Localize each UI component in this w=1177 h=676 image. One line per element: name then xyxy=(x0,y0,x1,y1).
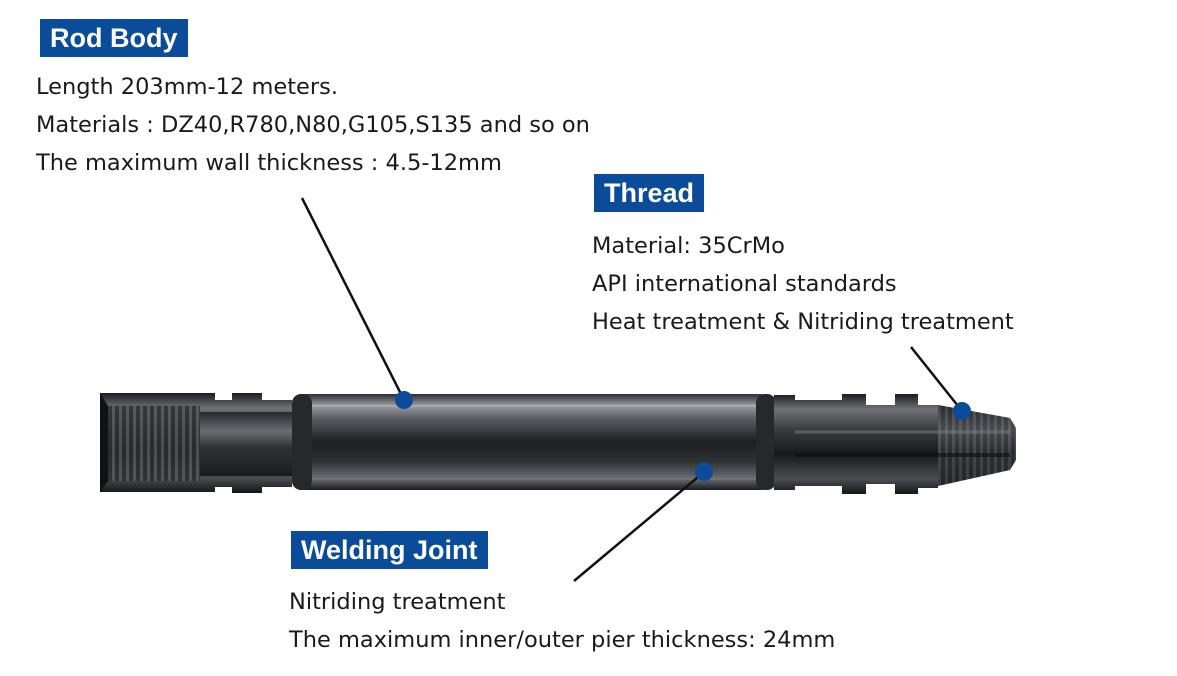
thread-line-standards: API international standards xyxy=(592,271,897,297)
rod-body-line-materials: Materials : DZ40,R780,N80,G105,S135 and … xyxy=(36,112,590,138)
rod-body-line-length: Length 203mm-12 meters. xyxy=(36,74,338,100)
welding-joint-line-thickness: The maximum inner/outer pier thickness: … xyxy=(289,627,836,653)
rod-body-leader-line xyxy=(300,197,406,401)
thread-line-treatment: Heat treatment & Nitriding treatment xyxy=(592,309,1014,335)
rod-body-tube xyxy=(292,394,776,490)
welding-joint-line-treatment: Nitriding treatment xyxy=(289,589,506,615)
welding-joint-marker-dot xyxy=(695,463,713,481)
box-end xyxy=(100,393,295,493)
thread-description: Material: 35CrMo API international stand… xyxy=(592,227,1014,341)
welding-joint-leader-line xyxy=(573,471,705,582)
thread-title: Thread xyxy=(594,174,705,212)
rod-body-marker-dot xyxy=(395,391,413,409)
pin-end xyxy=(774,394,1016,494)
thread-leader-line xyxy=(910,346,963,412)
welding-joint-title: Welding Joint xyxy=(291,531,488,569)
thread-marker-dot xyxy=(953,402,971,420)
rod-body-line-wall-thickness: The maximum wall thickness : 4.5-12mm xyxy=(36,150,502,176)
rod-body-description: Length 203mm-12 meters. Materials : DZ40… xyxy=(36,68,590,182)
rod-body-title: Rod Body xyxy=(40,19,188,57)
welding-joint-description: Nitriding treatment The maximum inner/ou… xyxy=(289,583,835,659)
thread-line-material: Material: 35CrMo xyxy=(592,233,785,259)
